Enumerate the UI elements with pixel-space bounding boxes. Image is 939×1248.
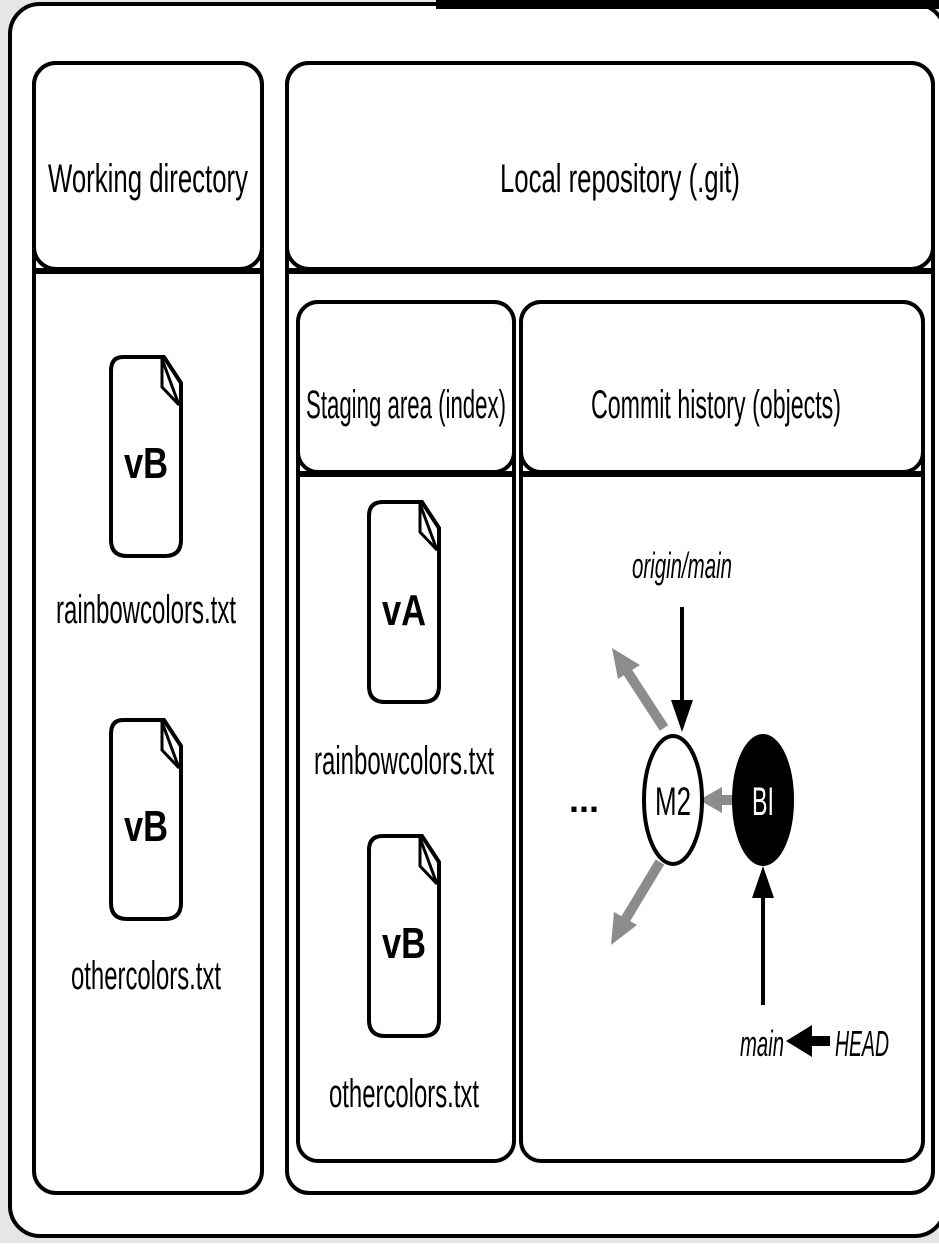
origin-main-ref-arrow [671, 607, 693, 732]
commit-label: BI [752, 780, 774, 824]
file-icon: vB [367, 834, 441, 1038]
file-version-label: vA [382, 586, 426, 635]
parent-arrow [611, 859, 665, 945]
head-arrow [786, 1025, 830, 1057]
file-name-label: othercolors.txt [329, 1072, 479, 1116]
file-name-label: othercolors.txt [71, 954, 221, 998]
file-version-label: vB [382, 919, 426, 968]
file-name-label: rainbowcolors.txt [314, 739, 494, 783]
staging-area-title: Staging area (index) [306, 383, 506, 427]
file-version-label: vB [124, 439, 168, 488]
origin-main-ref-label: origin/main [632, 545, 732, 586]
main-ref-label: main [740, 1023, 784, 1064]
working-directory-title: Working directory [48, 157, 248, 201]
main-ref-arrow [752, 866, 774, 1005]
file-name-label: rainbowcolors.txt [56, 588, 236, 632]
file-icon: vA [367, 500, 441, 704]
head-ref-label: HEAD [835, 1023, 889, 1064]
file-version-label: vB [124, 802, 168, 851]
local-repository-title: Local repository (.git) [500, 157, 740, 201]
commit-history-panel: Commit history (objects) ... M2 [519, 300, 925, 1163]
file-icon: vB [109, 355, 183, 558]
commit-node: BI [732, 734, 794, 866]
file-icon: vB [109, 718, 183, 921]
commit-history-title: Commit history (objects) [591, 383, 841, 427]
commit-label: M2 [655, 780, 691, 824]
staging-area-panel: Staging area (index) vA rainbowcolors.tx… [296, 300, 516, 1163]
working-directory-panel: Working directory vB rainbowcolors.txt v… [32, 61, 264, 1195]
commit-node: M2 [642, 734, 704, 866]
parent-arrow [612, 648, 669, 731]
local-repository-panel: Local repository (.git) Staging area (in… [285, 61, 935, 1195]
history-ellipsis: ... [569, 779, 599, 820]
